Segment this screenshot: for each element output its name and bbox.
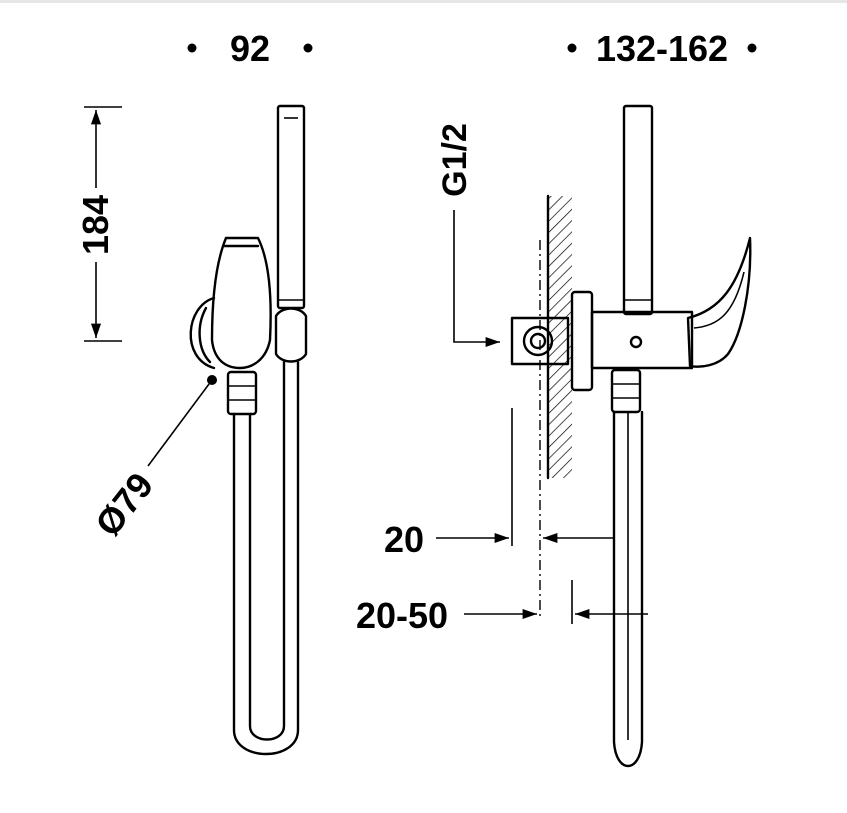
- dimension-bullet-left: [187, 43, 197, 53]
- inlet-outer: [522, 325, 554, 357]
- hose-inner: [248, 360, 286, 741]
- side-lever-line: [693, 271, 745, 329]
- side-view: 132-162 G1/2: [356, 28, 757, 768]
- depth-bullet-right: [747, 43, 757, 53]
- front-width-label: 92: [230, 28, 270, 69]
- front-view: 92 184: [75, 28, 313, 756]
- thread-label: G1/2: [436, 123, 474, 197]
- offset-dimension: 20: [384, 408, 614, 560]
- front-height-label: 184: [75, 195, 116, 255]
- side-hose-nut: [610, 368, 642, 414]
- depth-label: 132-162: [596, 28, 728, 69]
- side-hose: [612, 410, 644, 768]
- inlet-inner: [529, 332, 547, 350]
- wall-range-label: 20-50: [356, 595, 448, 636]
- front-height-dimension: 184: [75, 106, 122, 342]
- hose-nut: [226, 370, 258, 416]
- rosette-inner: [198, 306, 212, 364]
- offset-label: 20: [384, 519, 424, 560]
- thread-leader: [453, 210, 500, 348]
- side-lever: [686, 236, 752, 368]
- shower-holder: [274, 307, 308, 363]
- hose-outer: [232, 360, 300, 756]
- side-hand-shower: [622, 104, 654, 316]
- dimension-bullet-right: [303, 43, 313, 53]
- side-rosette: [570, 290, 594, 392]
- hand-shower: [276, 104, 306, 310]
- depth-bullet-left: [567, 43, 577, 53]
- rosette-outline: [189, 296, 216, 370]
- valve-screw: [629, 335, 643, 349]
- wall-range-dimension: 20-50: [356, 580, 648, 636]
- diameter-leader-line: [147, 379, 213, 467]
- lever-handle: [210, 236, 272, 370]
- diameter-label: Ø79: [87, 465, 161, 544]
- inwall-box: [510, 316, 570, 366]
- top-border: [0, 0, 847, 3]
- valve-body: [590, 310, 694, 370]
